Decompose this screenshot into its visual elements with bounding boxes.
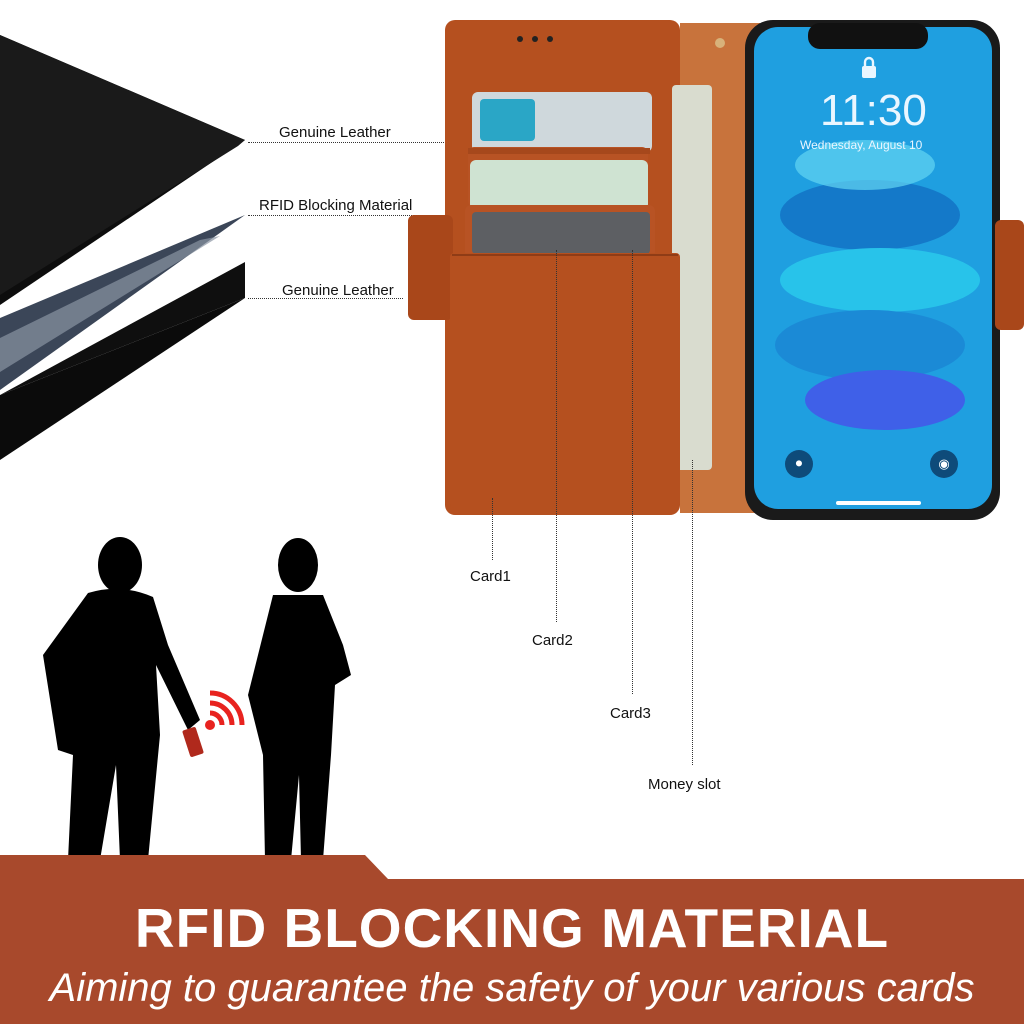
layer-label-genuine-leather-top: Genuine Leather [279,124,391,141]
banner-title: RFID BLOCKING MATERIAL [134,897,890,959]
rfid-card-reader [182,727,204,757]
slot-label-card2: Card2 [532,632,573,649]
leather-layer-bottom [0,298,245,460]
slot-label-money: Money slot [648,776,721,793]
bottom-banner [0,855,1024,1024]
flashlight-icon[interactable]: ⚫ [785,450,813,478]
lock-icon [862,56,876,78]
banner-subtitle: Aiming to guarantee the safety of your v… [49,966,975,1010]
lockscreen-time: 11:30 [820,86,927,135]
layer-label-rfid-blocking: RFID Blocking Material [259,197,413,214]
slot-label-card1: Card1 [470,568,511,585]
businessman-silhouette [248,538,351,860]
rfid-signal-icon [205,690,245,730]
wallet-case-image [408,20,1024,520]
material-layers-illustration [0,35,245,460]
lockscreen-date: Wednesday, August 10 [800,138,923,152]
camera-icon[interactable]: ◉ [930,450,958,478]
slot-label-card3: Card3 [610,705,651,722]
thief-silhouette [43,537,200,860]
rfid-blocking-layer [0,215,245,390]
layer-label-genuine-leather-bottom: Genuine Leather [282,282,394,299]
